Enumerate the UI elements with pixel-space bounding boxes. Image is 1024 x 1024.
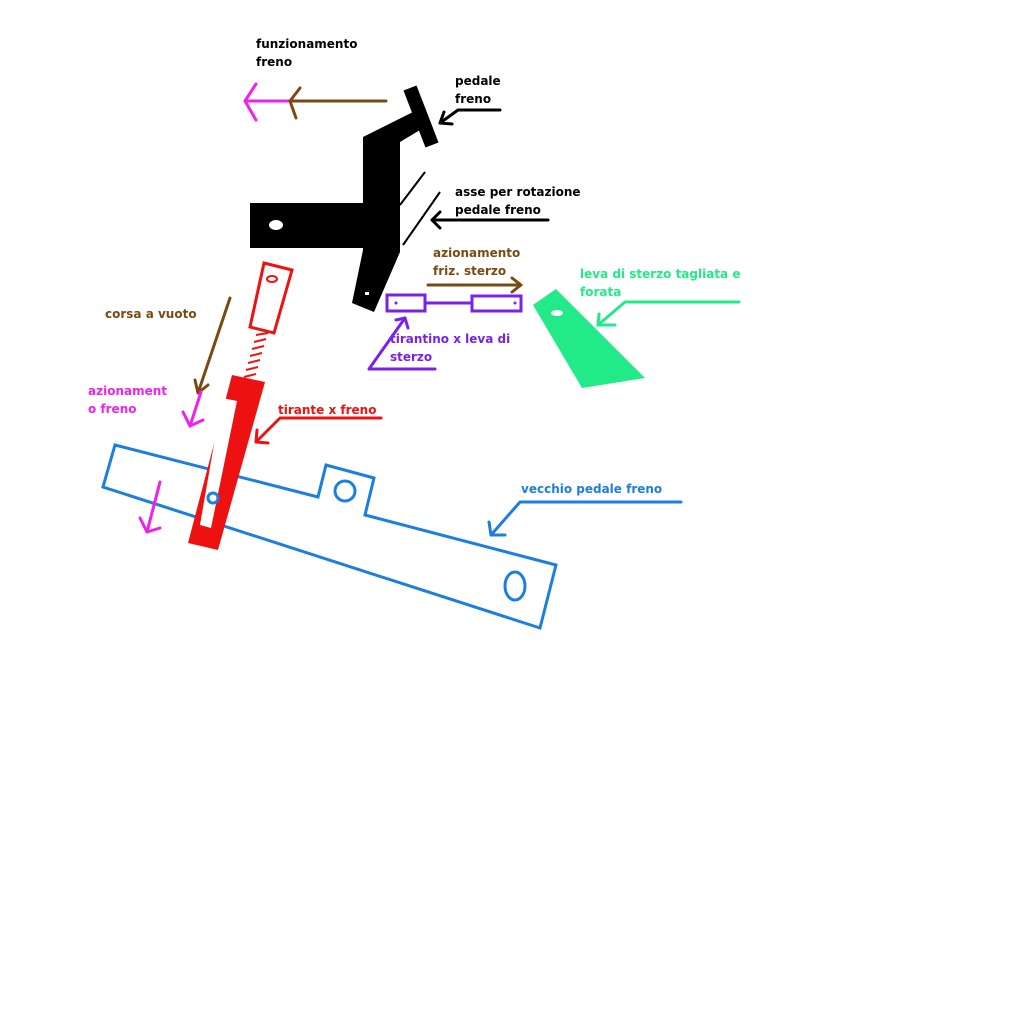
rotation-axis-line — [402, 191, 441, 246]
steering-lever — [533, 289, 741, 388]
label-clutch-actuation-2: friz. sterzo — [433, 264, 506, 278]
label-brake-tie-rod: tirante x freno — [278, 403, 376, 417]
label-clutch-actuation: azionamento — [433, 246, 520, 260]
brake-pedal-assembly — [250, 85, 441, 312]
label-steering-lever: leva di sterzo tagliata e — [580, 267, 740, 281]
rotation-axis-line — [399, 171, 426, 206]
pedal-pointer-arrow — [438, 108, 502, 126]
label-tie-rod-2: sterzo — [390, 350, 432, 364]
brake-tie-rod — [188, 261, 383, 550]
label-brake-function: funzionamento — [256, 37, 357, 51]
steering-tie-rod — [367, 293, 523, 371]
label-brake-pedal-2: freno — [455, 92, 491, 106]
label-free-travel: corsa a vuoto — [105, 307, 197, 321]
label-brake-pedal: pedale — [455, 74, 501, 88]
label-rotation-axis: asse per rotazione — [455, 185, 581, 199]
label-rotation-axis-2: pedale freno — [455, 203, 541, 217]
label-tie-rod: tirantino x leva di — [390, 332, 510, 346]
label-brake-function-2: freno — [256, 55, 292, 69]
axis-pointer-arrow — [430, 210, 550, 230]
free-travel-arrow — [193, 296, 232, 395]
label-brake-actuation-2: o freno — [88, 402, 137, 416]
brake-function-arrow — [243, 82, 388, 122]
label-brake-actuation: azionament — [88, 384, 167, 398]
clutch-direction-arrow — [426, 276, 523, 294]
old-brake-pedal — [101, 443, 683, 630]
label-steering-lever-2: forata — [580, 285, 621, 299]
brake-actuation-arrow — [138, 390, 205, 534]
label-old-brake-pedal: vecchio pedale freno — [521, 482, 662, 496]
